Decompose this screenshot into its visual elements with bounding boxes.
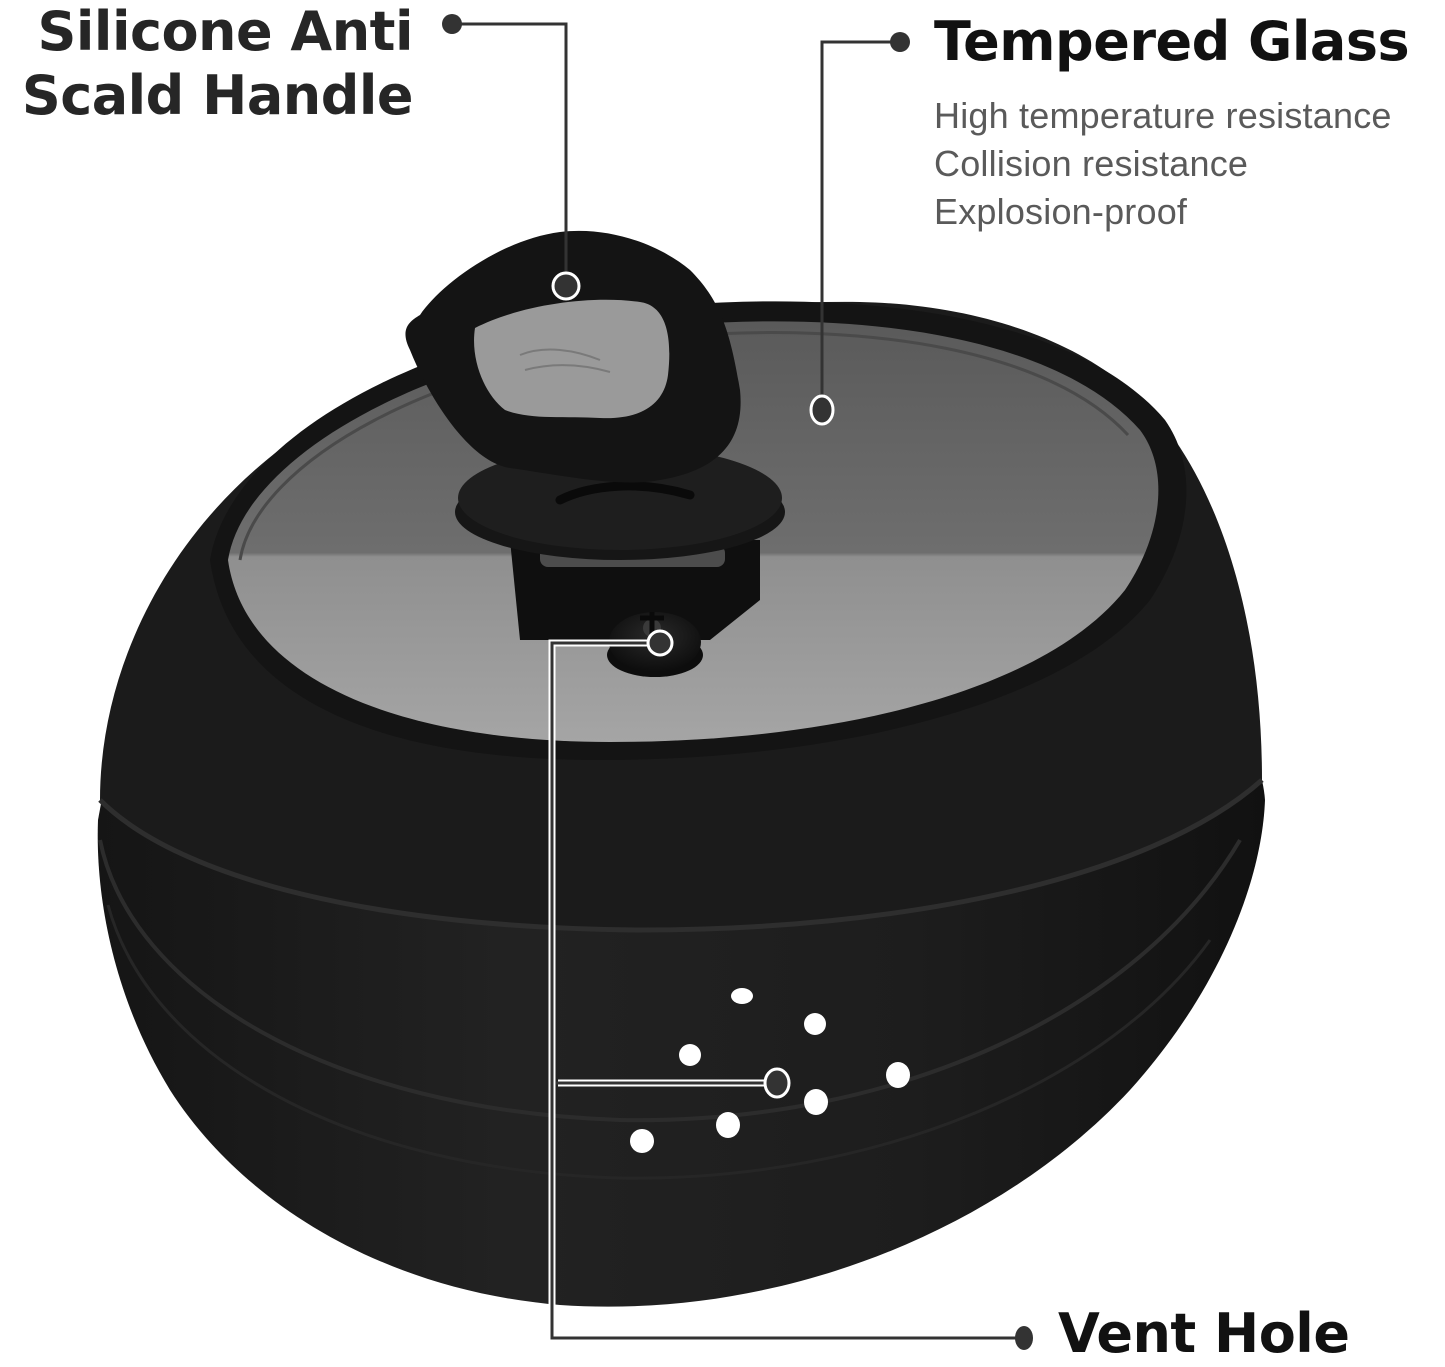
glass-callout-label: Tempered Glass (934, 10, 1410, 73)
callout-line-glass (809, 32, 910, 426)
side-vent-holes (630, 988, 910, 1153)
handle-callout-label: Silicone Anti Scald Handle (21, 0, 414, 128)
callout-line-vent (548, 629, 1033, 1350)
glass-feature-item: Explosion-proof (934, 191, 1188, 232)
handle (405, 230, 785, 640)
glass-feature-item: High temperature resistance (934, 95, 1392, 136)
handle-label-line-1: Silicone Anti (37, 0, 414, 63)
handle-label-line-2: Scald Handle (21, 64, 414, 127)
glass-feature-list: High temperature resistance Collision re… (934, 92, 1392, 236)
callout-line-handle (442, 14, 581, 301)
glass-feature-item: Collision resistance (934, 143, 1249, 184)
vent-callout-label: Vent Hole (1058, 1302, 1350, 1365)
